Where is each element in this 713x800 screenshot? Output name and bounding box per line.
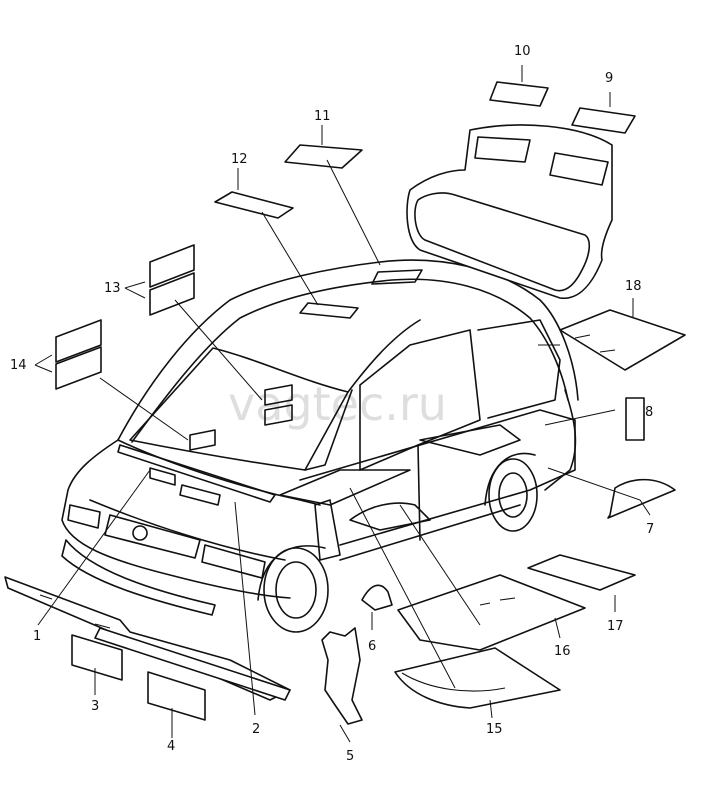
callout-8: 8 <box>645 405 653 420</box>
callout-1: 1 <box>33 629 41 644</box>
callout-5: 5 <box>346 749 354 764</box>
callout-10: 10 <box>514 44 531 59</box>
callout-2: 2 <box>252 722 260 737</box>
callout-16: 16 <box>554 644 571 659</box>
part-5-liner <box>321 627 363 725</box>
part-16-mat <box>397 574 586 651</box>
part-15-mat <box>394 647 561 709</box>
callout-3: 3 <box>91 699 99 714</box>
callout-12: 12 <box>231 152 248 167</box>
callout-7: 7 <box>646 522 654 537</box>
callout-9: 9 <box>605 71 613 86</box>
part-18-mat <box>559 309 686 371</box>
part-7-piece <box>607 478 676 519</box>
callout-14: 14 <box>10 358 27 373</box>
part-14-pad-a <box>55 319 102 363</box>
part-6-piece <box>361 584 393 611</box>
callout-18: 18 <box>625 279 642 294</box>
part-4-pad <box>147 671 206 721</box>
part-10-pad <box>489 81 549 107</box>
callout-13: 13 <box>104 281 121 296</box>
part-14-pad-b <box>55 346 102 390</box>
part-11-pad <box>284 144 363 169</box>
part-3-pad <box>71 634 123 681</box>
part-9-pad <box>571 107 636 134</box>
van-body <box>61 259 579 633</box>
leader-lines <box>34 65 651 743</box>
callout-15: 15 <box>486 722 503 737</box>
part-13-pad-a <box>149 244 195 288</box>
part-13-pad-b <box>149 272 195 316</box>
watermark: vagtec.ru <box>228 377 447 431</box>
callout-4: 4 <box>167 739 175 754</box>
callout-11: 11 <box>314 109 331 124</box>
part-17-mat <box>527 554 636 591</box>
tailgate <box>406 124 613 300</box>
part-12-pad <box>214 191 294 219</box>
callout-17: 17 <box>607 619 624 634</box>
part-2-panel <box>94 627 291 701</box>
part-8-pad <box>625 397 645 441</box>
callout-6: 6 <box>368 639 376 654</box>
